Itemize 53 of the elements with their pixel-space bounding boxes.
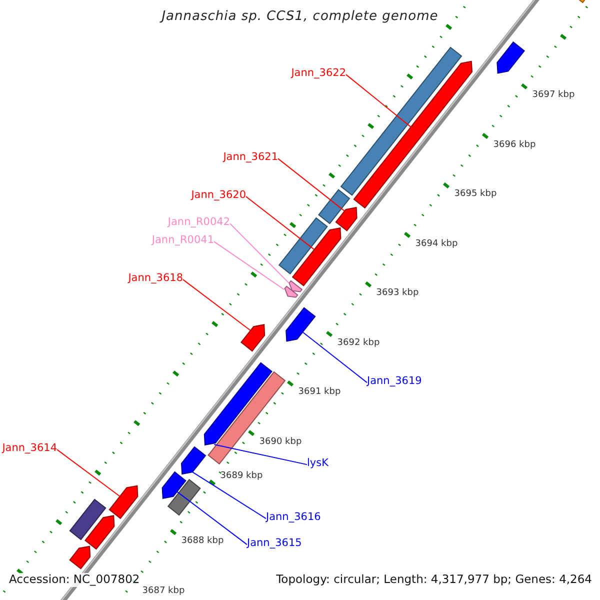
gene-label: lysK [307, 457, 328, 470]
gene-feature [288, 280, 303, 292]
scale-label: 3691 kbp [298, 387, 341, 398]
leader-line [176, 491, 248, 546]
gene-feature [69, 546, 91, 570]
gene-label: Jann_3619 [367, 375, 422, 388]
leader-line [214, 241, 285, 290]
leader-line [230, 223, 290, 284]
gene-label: Jann_R0042 [168, 216, 230, 229]
gene-label: Jann_3621 [223, 151, 278, 164]
gene-label: Jann_3616 [266, 511, 321, 524]
gene-feature [286, 307, 316, 342]
gene-label: Jann_3620 [191, 189, 246, 202]
gene-feature [108, 485, 138, 520]
feature-bar [208, 371, 286, 465]
feature-bar [167, 478, 201, 516]
scale-label: 3697 kbp [532, 90, 575, 102]
feature-bar [318, 189, 350, 224]
scale-label: 3693 kbp [376, 288, 419, 300]
feature-bar [278, 217, 328, 274]
scale-label: 3695 kbp [454, 189, 497, 200]
scale-label: 3694 kbp [415, 238, 458, 250]
gene-feature [240, 324, 266, 352]
leader-line [246, 196, 315, 250]
gene-label: Jann_3614 [2, 442, 57, 455]
scale-label: 3696 kbp [493, 140, 536, 151]
leader-line [346, 74, 412, 128]
accession-text: Accession: NC_007802 [9, 573, 140, 587]
leader-line [192, 472, 266, 520]
gene-feature [284, 286, 298, 298]
scale-label: 3692 kbp [337, 338, 380, 349]
gene-label: Jann_R0041 [152, 234, 214, 247]
leader-line [182, 279, 252, 332]
scale-label: 3687 kbp [142, 586, 185, 596]
scale-label: 3688 kbp [181, 536, 224, 547]
gene-feature [292, 227, 342, 286]
leader-line [278, 158, 346, 212]
leader-line [56, 449, 120, 497]
gene-label: Jann_3615 [247, 537, 302, 550]
gene-feature [335, 206, 358, 232]
gene-feature [162, 471, 186, 499]
leader-line [214, 444, 308, 466]
title: Jannaschia sp. CCS1, complete genome [158, 9, 440, 25]
gene-label: Jann_3618 [128, 272, 183, 285]
gene-label: Jann_3622 [291, 67, 346, 80]
feature-bar [69, 498, 106, 540]
gene-feature [84, 515, 115, 550]
genome-summary: Topology: circular; Length: 4,317,977 bp; Genes: 4,264 [276, 573, 592, 587]
scale-label: 3690 kbp [259, 437, 302, 448]
leader-line [302, 332, 368, 384]
scale-label: 3689 kbp [220, 470, 263, 482]
gene-feature [496, 41, 525, 74]
gene-feature [181, 446, 206, 475]
